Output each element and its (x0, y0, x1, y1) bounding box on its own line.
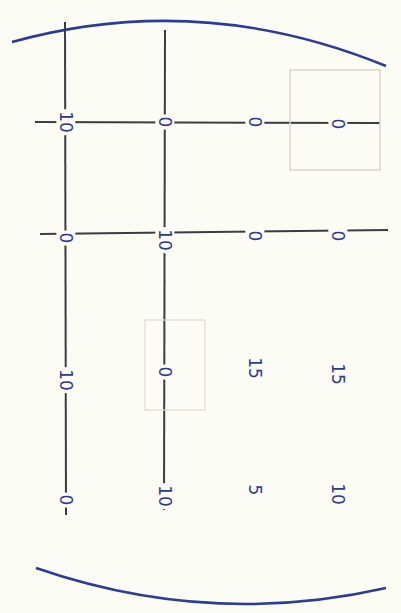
faint-box (145, 320, 205, 410)
cell-value: 0 (57, 231, 76, 246)
faint-box (290, 70, 380, 170)
cell-value: 0 (329, 117, 348, 132)
grid-line (65, 22, 66, 515)
cell-value: 10 (329, 481, 348, 507)
cell-value: 0 (156, 115, 175, 130)
cell-value: 10 (57, 367, 76, 393)
cell-value: 0 (329, 229, 348, 244)
cell-value: 15 (329, 361, 348, 387)
cell-value: 0 (57, 493, 76, 508)
cell-value: 15 (246, 355, 265, 381)
grid-line (164, 30, 165, 510)
bracket-arc (12, 21, 386, 66)
cell-value: 10 (156, 227, 175, 253)
cell-value: 10 (156, 483, 175, 509)
cell-value: 5 (246, 483, 265, 498)
cell-value: 0 (246, 229, 265, 244)
cell-value: 0 (156, 365, 175, 380)
bracket-arc (36, 568, 386, 604)
cell-value: 0 (246, 115, 265, 130)
cell-value: 10 (57, 109, 76, 135)
